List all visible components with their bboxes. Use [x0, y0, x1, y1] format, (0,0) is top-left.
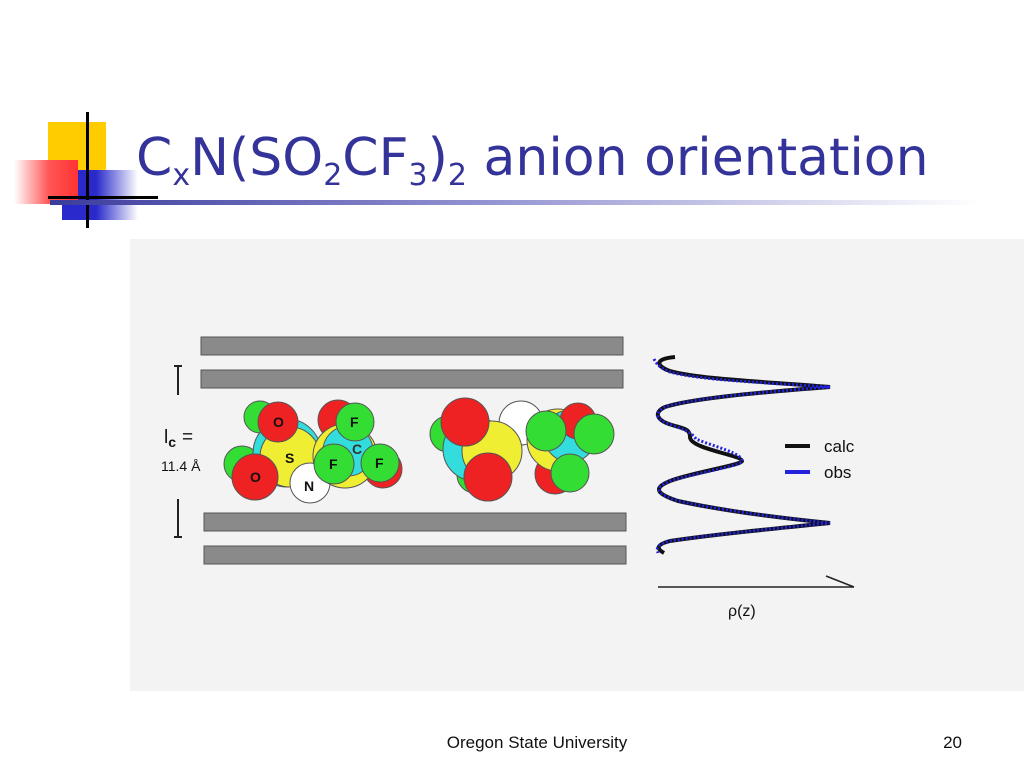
obs-curve [652, 358, 831, 554]
label-fluorine-left: F [329, 456, 338, 472]
decor-vertical-line [86, 112, 89, 228]
footer-text: Oregon State University [446, 733, 628, 752]
title-c: C [136, 128, 173, 188]
label-fluorine-right: F [375, 455, 384, 471]
label-sulfur: S [285, 450, 294, 466]
fluorine-atom-right [360, 443, 400, 483]
fluorine-atom-left [313, 443, 355, 485]
graphene-layer-bottom-1 [203, 512, 627, 532]
title-sub-2a: 2 [323, 158, 343, 193]
legend-obs-label: obs [824, 463, 851, 482]
density-profile: ρ(z) [652, 355, 855, 620]
slide-title: CxN(SO2CF3)2 anion orientation [136, 122, 929, 194]
oxygen-atom-top [257, 401, 299, 443]
graphene-layer-top-1 [200, 336, 624, 356]
spacing-bracket [174, 365, 182, 538]
title-rest: anion orientation [467, 128, 929, 188]
spacing-label: lc= [164, 427, 193, 450]
rho-axis-label: ρ(z) [728, 603, 756, 620]
anion-molecule-left [223, 399, 403, 504]
label-fluorine-top: F [350, 414, 359, 430]
label-carbon: C [352, 441, 362, 457]
title-n-so: N(SO [190, 128, 324, 188]
oxygen-atom-bottom [231, 453, 279, 501]
legend: calc obs [785, 437, 855, 482]
slide-number: 20 [943, 733, 962, 752]
rho-axis-arrow [825, 575, 855, 588]
legend-calc-label: calc [824, 437, 855, 456]
anion-molecule-right [429, 397, 615, 502]
figure-panel: lc= 11.4 Å O O S N C F F [130, 239, 1024, 691]
title-sub-x: x [172, 158, 191, 193]
fluorine-atom-top [335, 402, 375, 442]
label-oxygen-top: O [273, 414, 284, 430]
spacing-value: 11.4 Å [161, 458, 201, 474]
title-cf: CF [342, 128, 409, 188]
title-underline [50, 200, 980, 205]
title-sub-2b: 2 [447, 158, 467, 193]
title-paren: ) [427, 128, 448, 188]
title-sub-3: 3 [408, 158, 428, 193]
decor-horizontal-line [48, 196, 158, 199]
structure-figure: lc= 11.4 Å O O S N C F F [161, 336, 855, 620]
graphene-layer-top-2 [200, 369, 624, 389]
label-oxygen-bottom: O [250, 469, 261, 485]
label-nitrogen: N [304, 478, 314, 494]
graphene-layer-bottom-2 [203, 545, 627, 565]
